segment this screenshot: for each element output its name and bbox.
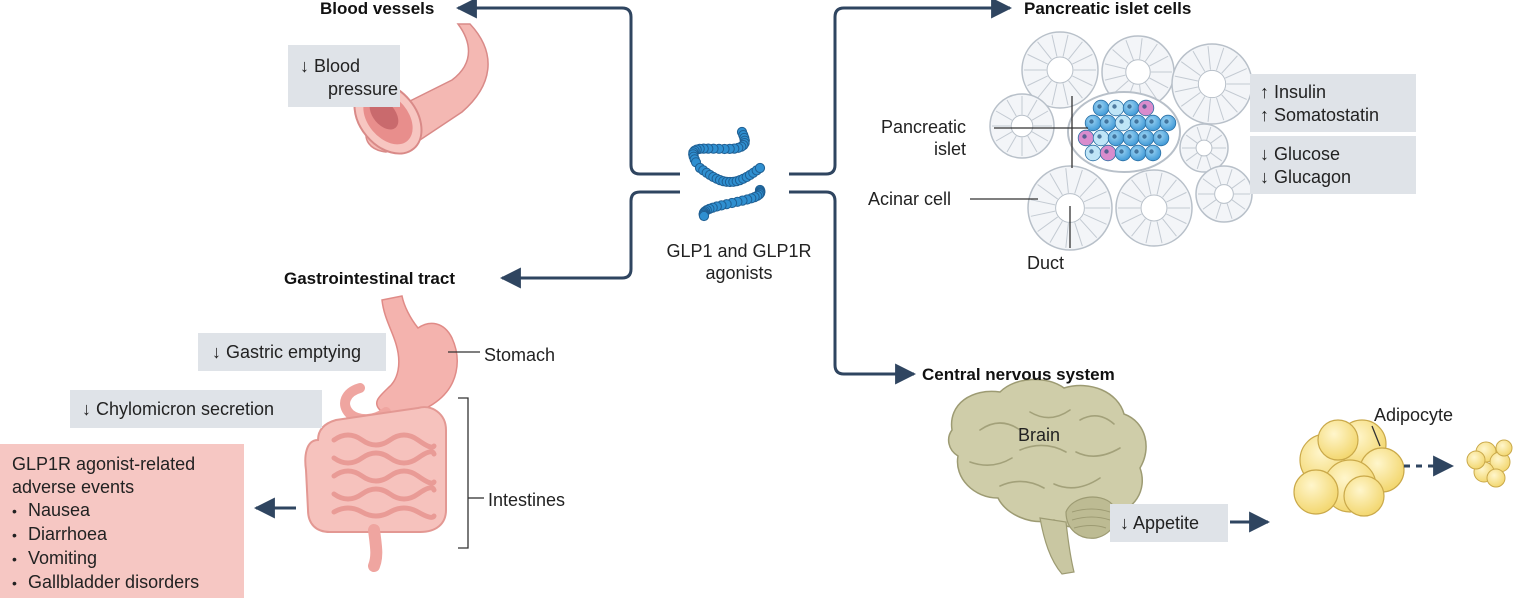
adverse-events-box: GLP1R agonist-related adverse events Nau… bbox=[0, 444, 244, 598]
connector-arrows bbox=[253, 0, 1271, 533]
gi-tract-illustration bbox=[304, 295, 458, 572]
pancreatic-islet-label-line1: Pancreatic bbox=[880, 117, 966, 137]
pancreas-up-effects-box: ↑ Insulin ↑ Somatostatin bbox=[1250, 74, 1416, 132]
pancreatic-islet-label: Pancreatic islet bbox=[868, 116, 966, 160]
arrow-to-blood-vessels bbox=[455, 0, 680, 176]
gastric-emptying-effect-box: ↓ Gastric emptying bbox=[198, 333, 386, 371]
gi-tract-heading: Gastrointestinal tract bbox=[284, 269, 455, 288]
adipocyte-callout-line bbox=[1371, 425, 1381, 447]
arrow-to-pancreas bbox=[789, 0, 1013, 176]
center-label-line1: GLP1 and GLP1R bbox=[666, 241, 812, 261]
brain-label: Brain bbox=[1018, 425, 1061, 445]
adverse-item: Diarrhoea bbox=[12, 523, 244, 547]
glucose-effect: ↓ Glucose bbox=[1260, 144, 1341, 164]
blood-pressure-line2: pressure bbox=[328, 79, 399, 99]
blood-pressure-effect-box: ↓ Blood pressure bbox=[288, 45, 400, 107]
adverse-item: Nausea bbox=[12, 499, 244, 523]
adverse-title-line2: adverse events bbox=[12, 477, 135, 497]
adverse-title-line1: GLP1R agonist-related bbox=[12, 454, 196, 474]
adipocyte-cluster-illustration bbox=[1293, 419, 1513, 517]
cns-heading: Central nervous system bbox=[922, 365, 1115, 384]
brain-illustration bbox=[947, 378, 1147, 575]
appetite-effect-box: ↓ Appetite bbox=[1110, 504, 1228, 542]
peptide-bead bbox=[754, 162, 766, 174]
pancreatic-tissue-illustration bbox=[989, 31, 1253, 251]
pancreas-callout-lines bbox=[970, 96, 1088, 248]
appetite-text: ↓ Appetite bbox=[1120, 513, 1200, 533]
pancreas-heading: Pancreatic islet cells bbox=[1024, 0, 1192, 18]
adverse-item: Gallbladder disorders bbox=[12, 571, 244, 595]
pancreatic-islet-label-line2: islet bbox=[933, 139, 966, 159]
insulin-effect: ↑ Insulin bbox=[1260, 82, 1327, 102]
peptide-bead bbox=[698, 210, 710, 222]
adipocyte-label: Adipocyte bbox=[1374, 405, 1454, 425]
arrow-to-cns bbox=[789, 190, 917, 385]
gastric-emptying-text: ↓ Gastric emptying bbox=[212, 342, 362, 362]
chylomicron-text: ↓ Chylomicron secretion bbox=[82, 399, 275, 419]
chylomicron-effect-box: ↓ Chylomicron secretion bbox=[70, 390, 322, 428]
acinar-cell-label: Acinar cell bbox=[868, 189, 952, 209]
center-label-line2: agonists bbox=[705, 263, 773, 283]
arrow-to-gi-tract bbox=[499, 190, 680, 289]
blood-vessels-heading: Blood vessels bbox=[320, 0, 435, 18]
pancreas-down-effects-box: ↓ Glucose ↓ Glucagon bbox=[1250, 136, 1416, 194]
gi-callout-lines bbox=[448, 351, 484, 549]
somatostatin-effect: ↑ Somatostatin bbox=[1260, 105, 1380, 125]
stomach-label: Stomach bbox=[484, 345, 556, 365]
blood-pressure-line1: ↓ Blood bbox=[300, 56, 361, 76]
adverse-item: Vomiting bbox=[12, 547, 244, 571]
adverse-events-list: Nausea Diarrhoea Vomiting Gallbladder di… bbox=[12, 499, 244, 595]
center-label: GLP1 and GLP1R agonists bbox=[654, 240, 824, 284]
intestines-label: Intestines bbox=[488, 490, 566, 510]
glucagon-effect: ↓ Glucagon bbox=[1260, 167, 1352, 187]
glp1-peptide-icon bbox=[688, 126, 766, 222]
duct-label: Duct bbox=[1027, 253, 1065, 273]
